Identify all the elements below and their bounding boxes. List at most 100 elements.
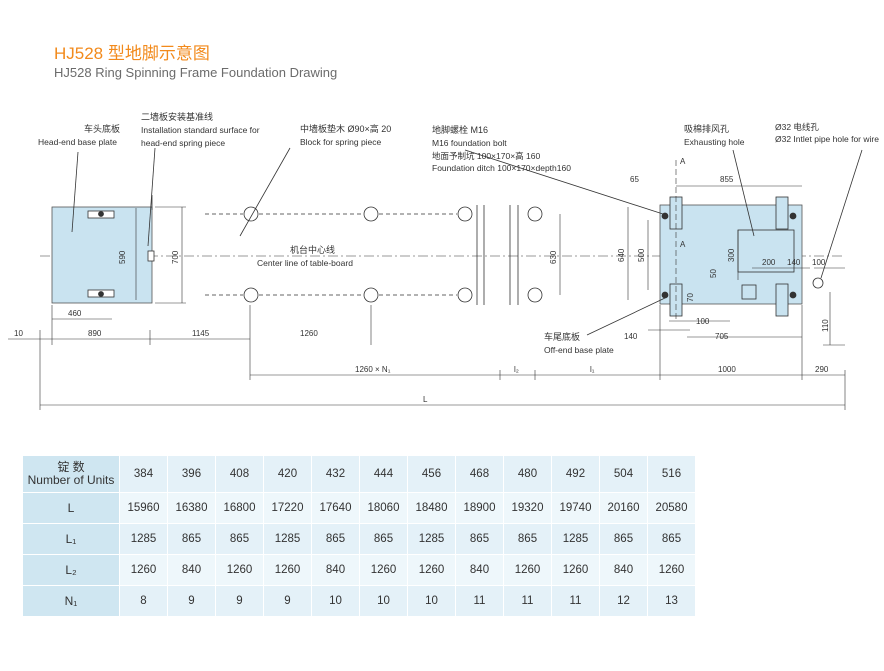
cell: 12 bbox=[599, 585, 648, 617]
header-number-of-units: 锭 数 Number of Units bbox=[22, 455, 120, 493]
off-end-bolt-br bbox=[789, 291, 797, 299]
cell: 396 bbox=[167, 455, 216, 493]
dim-855: 855 bbox=[720, 175, 734, 184]
inlet-pipe-hole bbox=[812, 277, 824, 289]
cell: 444 bbox=[359, 455, 408, 493]
dim-1260: 1260 bbox=[300, 329, 318, 338]
cell: 865 bbox=[167, 523, 216, 555]
cell: 865 bbox=[599, 523, 648, 555]
cell: 865 bbox=[215, 523, 264, 555]
block-cn: 中墙板垫木 Ø90×高 20 bbox=[300, 123, 391, 134]
units-table: 锭 数 Number of Units 384 396 408 420 432 … bbox=[22, 455, 696, 617]
cell: 11 bbox=[551, 585, 600, 617]
head-bolt-bottom bbox=[98, 291, 104, 297]
dim-L: L bbox=[423, 395, 428, 404]
cell: 480 bbox=[503, 455, 552, 493]
table-row: 锭 数 Number of Units 384 396 408 420 432 … bbox=[22, 455, 696, 493]
dim-890: 890 bbox=[88, 329, 102, 338]
cell: 9 bbox=[215, 585, 264, 617]
centerline-cn: 机台中心线 bbox=[290, 244, 335, 255]
cell: 840 bbox=[311, 554, 360, 586]
cell: 1260 bbox=[503, 554, 552, 586]
cell: 468 bbox=[455, 455, 504, 493]
cell: 1285 bbox=[551, 523, 600, 555]
section-a-top: A bbox=[680, 157, 686, 166]
header-N1: N₁ bbox=[22, 585, 120, 617]
bolt-cn: 地脚螺栓 M16 bbox=[432, 124, 488, 135]
dim-1145: 1145 bbox=[192, 329, 210, 338]
dim-200: 200 bbox=[762, 258, 776, 267]
off-end-en: Off-end base plate bbox=[544, 345, 614, 355]
cell: 13 bbox=[647, 585, 696, 617]
cell: 8 bbox=[119, 585, 168, 617]
head-end-base-plate bbox=[51, 206, 153, 304]
dim-300: 300 bbox=[727, 248, 736, 262]
cell: 1260 bbox=[551, 554, 600, 586]
cell: 865 bbox=[503, 523, 552, 555]
cell: 408 bbox=[215, 455, 264, 493]
off-end-cn: 车尾底板 bbox=[544, 331, 580, 342]
cell: 384 bbox=[119, 455, 168, 493]
cell: 1260 bbox=[647, 554, 696, 586]
bolt-en: M16 foundation bolt bbox=[432, 138, 507, 148]
cell: 18900 bbox=[455, 492, 504, 524]
cell: 1285 bbox=[119, 523, 168, 555]
cell: 865 bbox=[311, 523, 360, 555]
cell: 1260 bbox=[407, 554, 456, 586]
cell: 865 bbox=[455, 523, 504, 555]
exhaust-en: Exhausting hole bbox=[684, 137, 745, 147]
dim-50: 50 bbox=[709, 269, 718, 278]
dim-1000: 1000 bbox=[718, 365, 736, 374]
header-L: L bbox=[22, 492, 120, 524]
cell: 504 bbox=[599, 455, 648, 493]
ditch-cn: 地面予制坑 100×170×高 160 bbox=[432, 151, 540, 161]
cell: 19740 bbox=[551, 492, 600, 524]
header-L2: L₂ bbox=[22, 554, 120, 586]
cell: 9 bbox=[263, 585, 312, 617]
section-a-bottom: A bbox=[680, 240, 686, 249]
dim-700: 700 bbox=[171, 250, 180, 264]
inlet-en: Ø32 Intlet pipe hole for wire bbox=[775, 134, 879, 144]
dim-l1: l₁ bbox=[590, 365, 595, 374]
cell: 16800 bbox=[215, 492, 264, 524]
head-end-base-en: Head-end base plate bbox=[38, 137, 117, 147]
cell: 492 bbox=[551, 455, 600, 493]
cell: 420 bbox=[263, 455, 312, 493]
dim-460: 460 bbox=[68, 309, 82, 318]
dim-10: 10 bbox=[14, 329, 23, 338]
cell: 1285 bbox=[407, 523, 456, 555]
spring-piece-blocks bbox=[243, 206, 543, 303]
exhaust-hole bbox=[737, 229, 795, 273]
cell: 18060 bbox=[359, 492, 408, 524]
cell: 11 bbox=[455, 585, 504, 617]
cell: 20580 bbox=[647, 492, 696, 524]
cell: 9 bbox=[167, 585, 216, 617]
off-end-slot-br bbox=[775, 283, 789, 317]
cell: 1260 bbox=[359, 554, 408, 586]
cell: 10 bbox=[407, 585, 456, 617]
head-bolt-top bbox=[98, 211, 104, 217]
dim-640: 640 bbox=[617, 248, 626, 262]
cell: 432 bbox=[311, 455, 360, 493]
table-row: L₂ 1260 840 1260 1260 840 1260 1260 840 … bbox=[22, 554, 696, 586]
dim-l2: l₂ bbox=[514, 365, 519, 374]
inlet-cn: Ø32 电线孔 bbox=[775, 122, 819, 132]
off-end-bolt-tl bbox=[661, 212, 669, 220]
block-en: Block for spring piece bbox=[300, 137, 382, 147]
table-row: N₁ 8 9 9 9 10 10 10 11 11 11 12 13 bbox=[22, 585, 696, 617]
head-end-tab bbox=[147, 250, 155, 262]
cell: 10 bbox=[359, 585, 408, 617]
cell: 18480 bbox=[407, 492, 456, 524]
dim-140a: 140 bbox=[787, 258, 801, 267]
cell: 516 bbox=[647, 455, 696, 493]
cell: 1260 bbox=[263, 554, 312, 586]
cell: 1285 bbox=[263, 523, 312, 555]
header-L1: L₁ bbox=[22, 523, 120, 555]
install-std-en2: head-end spring piece bbox=[141, 138, 225, 148]
dim-110: 110 bbox=[821, 319, 830, 332]
foundation-drawing: 车头底板 Head-end base plate 二墙板安装基准线 Instal… bbox=[8, 111, 879, 410]
table-row: L₁ 1285 865 865 1285 865 865 1285 865 86… bbox=[22, 523, 696, 555]
off-end-square bbox=[741, 284, 757, 300]
ditch-en: Foundation ditch 100×170×depth160 bbox=[432, 163, 571, 173]
cell: 11 bbox=[503, 585, 552, 617]
